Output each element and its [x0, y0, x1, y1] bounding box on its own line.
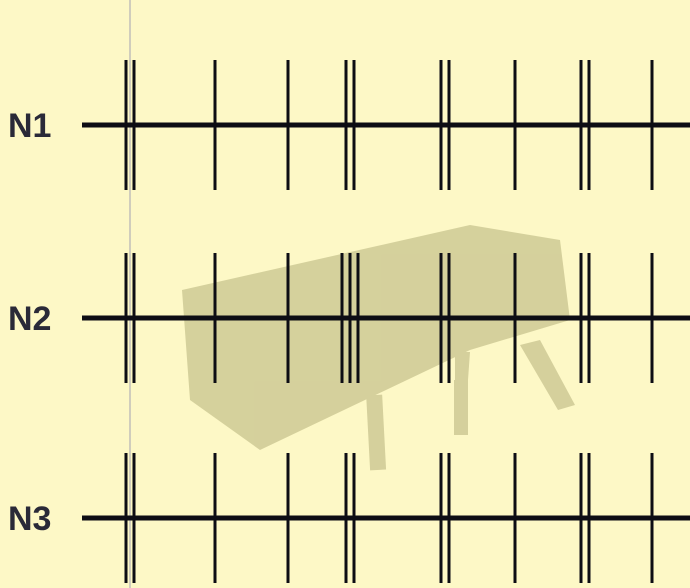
row-label: N2 — [8, 300, 51, 338]
row-label: N1 — [8, 107, 51, 145]
row-n3: N3 — [8, 453, 690, 583]
row-n2: N2 — [8, 253, 690, 383]
row-label: N3 — [8, 500, 51, 538]
row-n1: N1 — [8, 60, 690, 190]
